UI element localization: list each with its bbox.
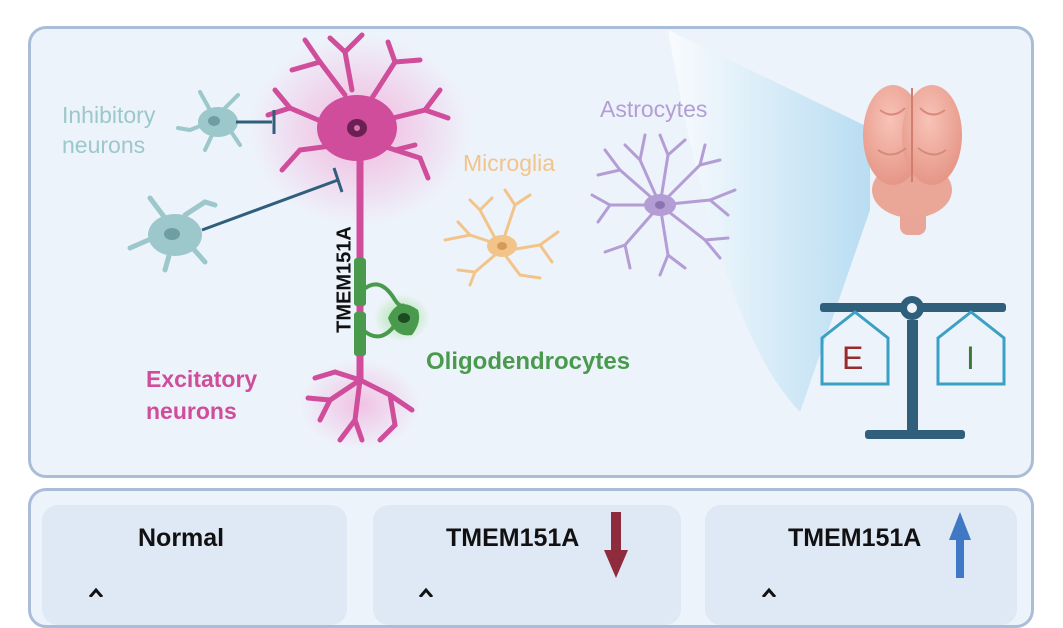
scale-left-label: E — [842, 340, 864, 376]
astrocyte-cell — [590, 133, 737, 277]
balance-scale-icon — [820, 296, 1006, 439]
microglia-label: Microglia — [463, 150, 556, 176]
inhibitory-synapse-1 — [236, 110, 276, 134]
brain-icon — [863, 85, 962, 235]
scale-right-label: I — [966, 340, 975, 376]
magnification-beam — [668, 30, 870, 412]
down-arrow-icon — [604, 512, 628, 578]
diagram-artwork — [88, 30, 1006, 597]
inhibitory-label-line1: Inhibitory — [62, 102, 156, 128]
inhibitory-label-line2: neurons — [62, 132, 146, 158]
oligodendrocytes-label: Oligodendrocytes — [426, 348, 631, 375]
card-normal-title: Normal — [138, 524, 225, 552]
excitatory-label-line1: Excitatory — [146, 366, 258, 392]
chart-axis-tick-2 — [418, 587, 434, 597]
astrocytes-label: Astrocytes — [600, 96, 708, 122]
excitatory-label-line2: neurons — [146, 398, 237, 424]
myelin-sheath-2 — [354, 312, 366, 356]
chart-axis-tick-3 — [761, 587, 777, 597]
card-tmem-up-title: TMEM151A — [788, 524, 922, 552]
microglia-cell — [443, 188, 560, 287]
myelin-sheath-1 — [354, 258, 366, 306]
card-tmem-down-title: TMEM151A — [446, 524, 580, 552]
chart-axis-tick-1 — [88, 587, 104, 597]
up-arrow-icon — [949, 512, 971, 578]
inhibitory-synapse-2 — [201, 167, 344, 232]
tmem151a-vertical-label: TMEM151A — [333, 226, 356, 333]
